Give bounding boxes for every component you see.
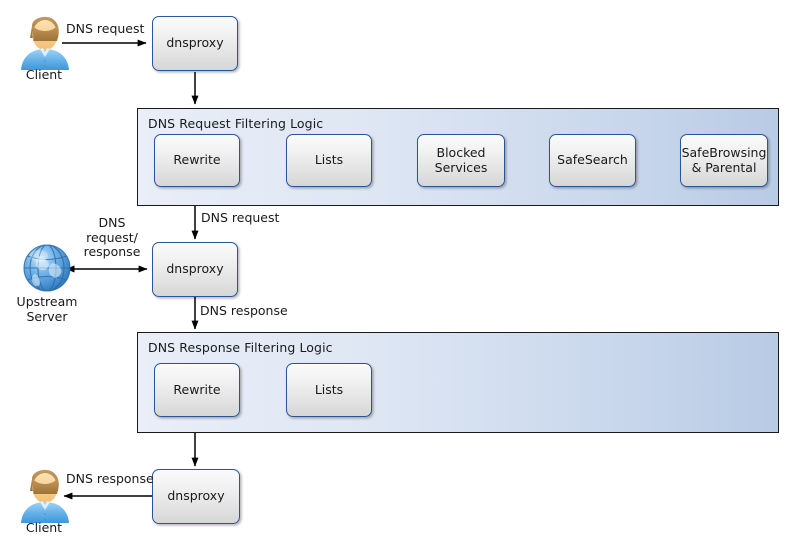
stage-rewrite-response[interactable]: Rewrite <box>154 363 240 417</box>
panel-response-filtering: DNS Response Filtering Logic <box>137 332 779 433</box>
stage-label: Blocked Services <box>434 144 488 175</box>
stage-rewrite[interactable]: Rewrite <box>154 134 240 187</box>
dnsproxy-label: dnsproxy <box>167 488 225 504</box>
edge-label-dnsproxy-to-request-panel: DNS request <box>201 210 280 225</box>
stage-lists-response[interactable]: Lists <box>286 363 372 417</box>
stage-label: SafeSearch <box>557 152 628 168</box>
dnsproxy-box-middle[interactable]: dnsproxy <box>152 242 238 297</box>
stage-safesearch[interactable]: SafeSearch <box>549 134 636 187</box>
dnsproxy-label: dnsproxy <box>166 261 224 277</box>
edge-label-dnsproxy-to-response-panel: DNS response <box>200 303 288 318</box>
stage-label: Lists <box>314 381 344 397</box>
stage-label: Rewrite <box>173 152 221 168</box>
globe-icon <box>23 244 71 292</box>
dnsproxy-box-top[interactable]: dnsproxy <box>152 16 238 71</box>
dnsproxy-label: dnsproxy <box>166 35 224 51</box>
panel-title: DNS Response Filtering Logic <box>148 340 333 355</box>
person-icon <box>21 469 69 523</box>
edge-label-upstream: DNS request/ response <box>83 215 141 259</box>
stage-blocked-services[interactable]: Blocked Services <box>417 134 505 187</box>
stage-label: Lists <box>314 152 344 168</box>
stage-safebrowsing-parental[interactable]: SafeBrowsing & Parental <box>680 134 768 187</box>
panel-title: DNS Request Filtering Logic <box>148 116 324 131</box>
actor-label: Client <box>25 67 63 82</box>
stage-label: SafeBrowsing & Parental <box>681 144 767 175</box>
dnsproxy-box-bottom[interactable]: dnsproxy <box>152 469 240 524</box>
actor-client-bottom: Client <box>12 519 76 536</box>
person-icon <box>21 16 69 70</box>
edge-label-client-to-dnsproxy: DNS request <box>66 21 145 36</box>
actor-upstream-server: Upstream Server <box>15 293 79 324</box>
edge-label-dnsproxy-to-client: DNS response <box>66 471 154 486</box>
actor-label: Upstream Server <box>16 294 78 324</box>
actor-client-top: Client <box>12 66 76 83</box>
stage-lists[interactable]: Lists <box>286 134 372 187</box>
actor-label: Client <box>25 520 63 535</box>
stage-label: Rewrite <box>173 381 221 397</box>
